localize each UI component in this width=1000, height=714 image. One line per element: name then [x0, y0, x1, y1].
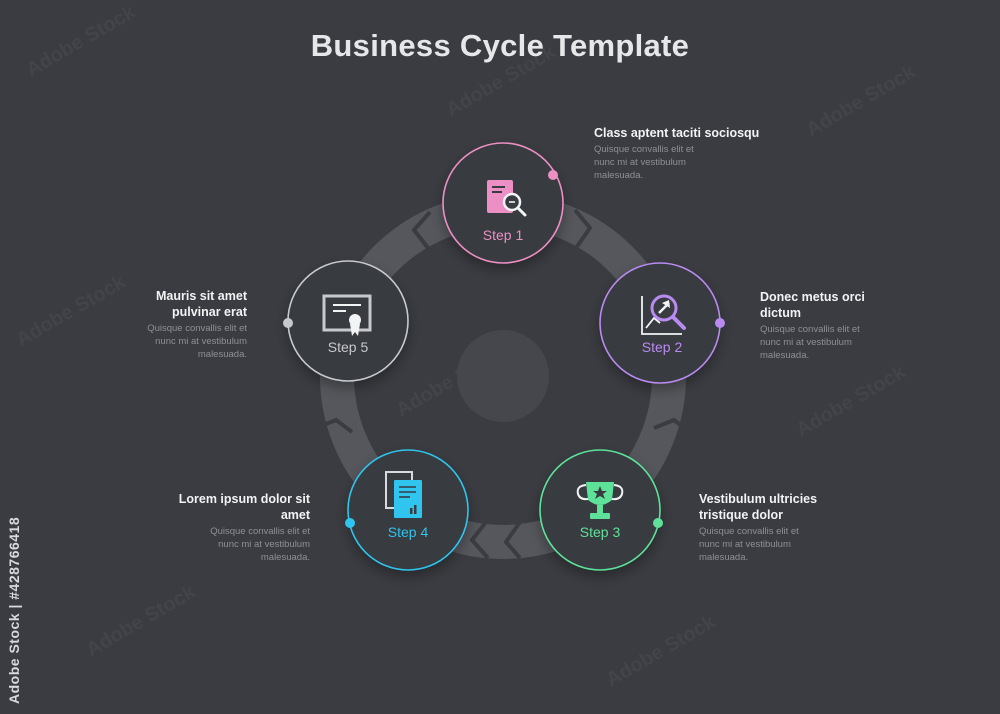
- growth-chart-search-icon: [641, 294, 686, 335]
- step-4-description: Lorem ipsum dolor sit amet Quisque conva…: [170, 491, 310, 564]
- trophy-icon: [576, 482, 624, 519]
- step-2-description: Donec metus orci dictum Quisque convalli…: [760, 289, 880, 362]
- step-3-dot: [653, 518, 663, 528]
- step-5-dot: [283, 318, 293, 328]
- step-2-heading: Donec metus orci dictum: [760, 290, 865, 320]
- step-5-node: Step 5: [283, 260, 409, 382]
- step-3-label: Step 3: [580, 524, 621, 540]
- stock-id-label: Adobe Stock | #428766418: [6, 516, 22, 704]
- step-3-node: Step 3: [539, 449, 663, 571]
- step-4-dot: [345, 518, 355, 528]
- step-5-label: Step 5: [328, 339, 369, 355]
- step-1-description: Class aptent taciti sociosqu Quisque con…: [594, 125, 769, 182]
- step-2-node: Step 2: [599, 262, 725, 384]
- cycle-center: [457, 330, 549, 422]
- step-1-label: Step 1: [483, 227, 524, 243]
- step-1-heading: Class aptent taciti sociosqu: [594, 126, 760, 140]
- step-5-description: Mauris sit amet pulvinar erat Quisque co…: [127, 288, 247, 361]
- document-search-icon: [487, 180, 527, 217]
- step-4-label: Step 4: [388, 524, 429, 540]
- step-1-node: Step 1: [442, 142, 564, 264]
- step-5-heading: Mauris sit amet pulvinar erat: [155, 289, 247, 319]
- step-3-body: Quisque convallis elit et nunc mi at ves…: [699, 526, 799, 563]
- step-3-description: Vestibulum ultricies tristique dolor Qui…: [699, 491, 849, 564]
- page-title: Business Cycle Template: [310, 28, 690, 63]
- step-4-body: Quisque convallis elit et nunc mi at ves…: [210, 526, 310, 563]
- step-2-label: Step 2: [642, 339, 683, 355]
- step-2-dot: [715, 318, 725, 328]
- step-3-heading: Vestibulum ultricies tristique dolor: [699, 492, 818, 522]
- step-4-node: Step 4: [345, 449, 469, 571]
- certificate-icon: [322, 294, 372, 336]
- step-4-heading: Lorem ipsum dolor sit amet: [178, 492, 310, 522]
- step-1-body: Quisque convallis elit et nunc mi at ves…: [594, 144, 694, 181]
- step-5-body: Quisque convallis elit et nunc mi at ves…: [147, 323, 247, 360]
- step-2-body: Quisque convallis elit et nunc mi at ves…: [760, 324, 860, 361]
- documents-report-icon: [385, 471, 422, 518]
- step-1-dot: [548, 170, 558, 180]
